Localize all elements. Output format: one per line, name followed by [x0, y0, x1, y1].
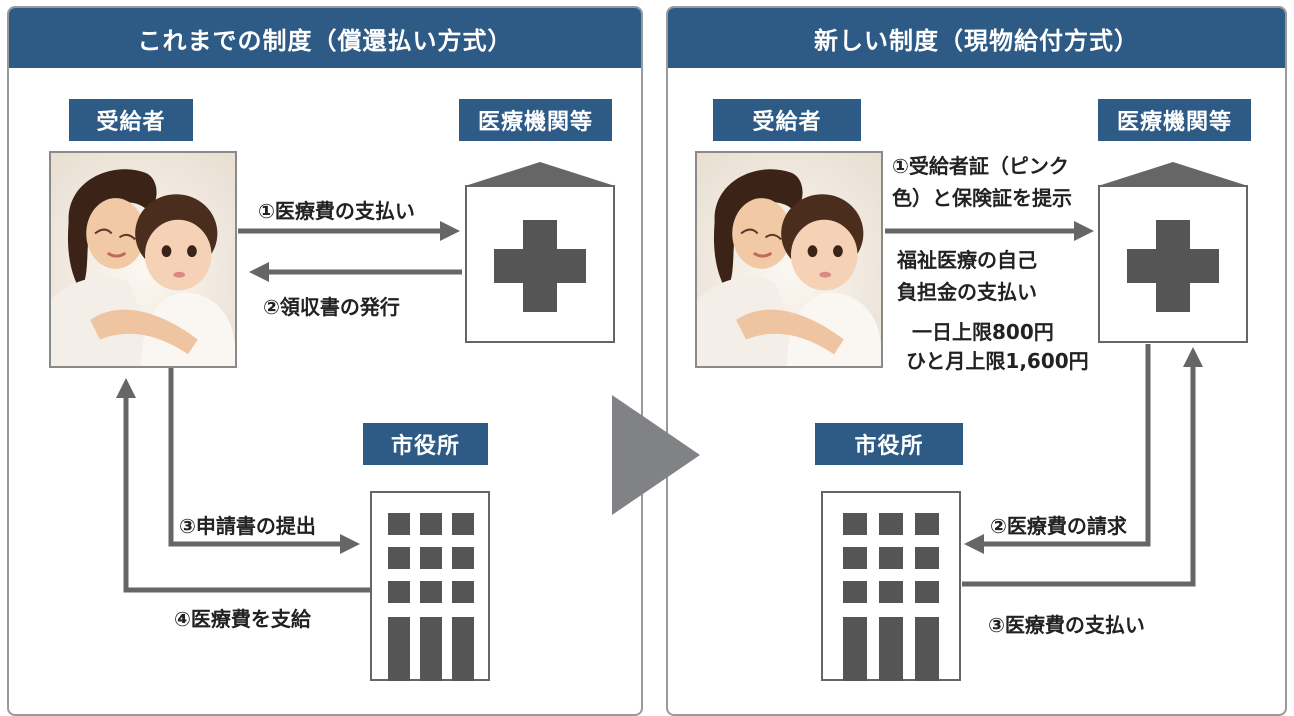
city-hall-tag-left: 市役所: [363, 423, 488, 465]
monthly-limit-label: ひと月上限1,600円: [906, 349, 1089, 373]
clinic-icon-right: [1098, 162, 1248, 344]
clinic-icon-left: [465, 162, 615, 344]
daily-limit-label: 一日上限800円: [912, 320, 1054, 344]
step3-label-right: ③医療費の支払い: [988, 613, 1145, 637]
step3-label-left: ③申請書の提出: [179, 514, 316, 538]
clinic-tag-right: 医療機関等: [1098, 99, 1251, 141]
left-panel-title: これまでの制度（償還払い方式）: [9, 8, 641, 68]
mother-child-photo-right: [695, 151, 883, 368]
transition-arrow-icon: [612, 395, 700, 515]
step2-label-right: ②医療費の請求: [990, 514, 1127, 538]
recipient-tag-right: 受給者: [713, 99, 861, 141]
mother-child-photo-left: [49, 151, 237, 368]
step4-label-left: ④医療費を支給: [174, 607, 311, 631]
clinic-tag-left: 医療機関等: [459, 99, 612, 141]
recipient-tag-left: 受給者: [69, 99, 193, 141]
city-hall-tag-right: 市役所: [815, 423, 963, 465]
city-hall-building-icon-right: [821, 491, 961, 681]
step2-label-left: ②領収書の発行: [263, 295, 400, 319]
copayment-label: 福祉医療の自己 負担金の支払い: [897, 248, 1037, 304]
right-panel-title: 新しい制度（現物給付方式）: [668, 8, 1285, 68]
step1-label-left: ①医療費の支払い: [258, 199, 415, 223]
city-hall-building-icon-left: [370, 491, 490, 681]
step1-label-right: ①受給者証（ピンク 色）と保険証を提示: [892, 154, 1072, 210]
